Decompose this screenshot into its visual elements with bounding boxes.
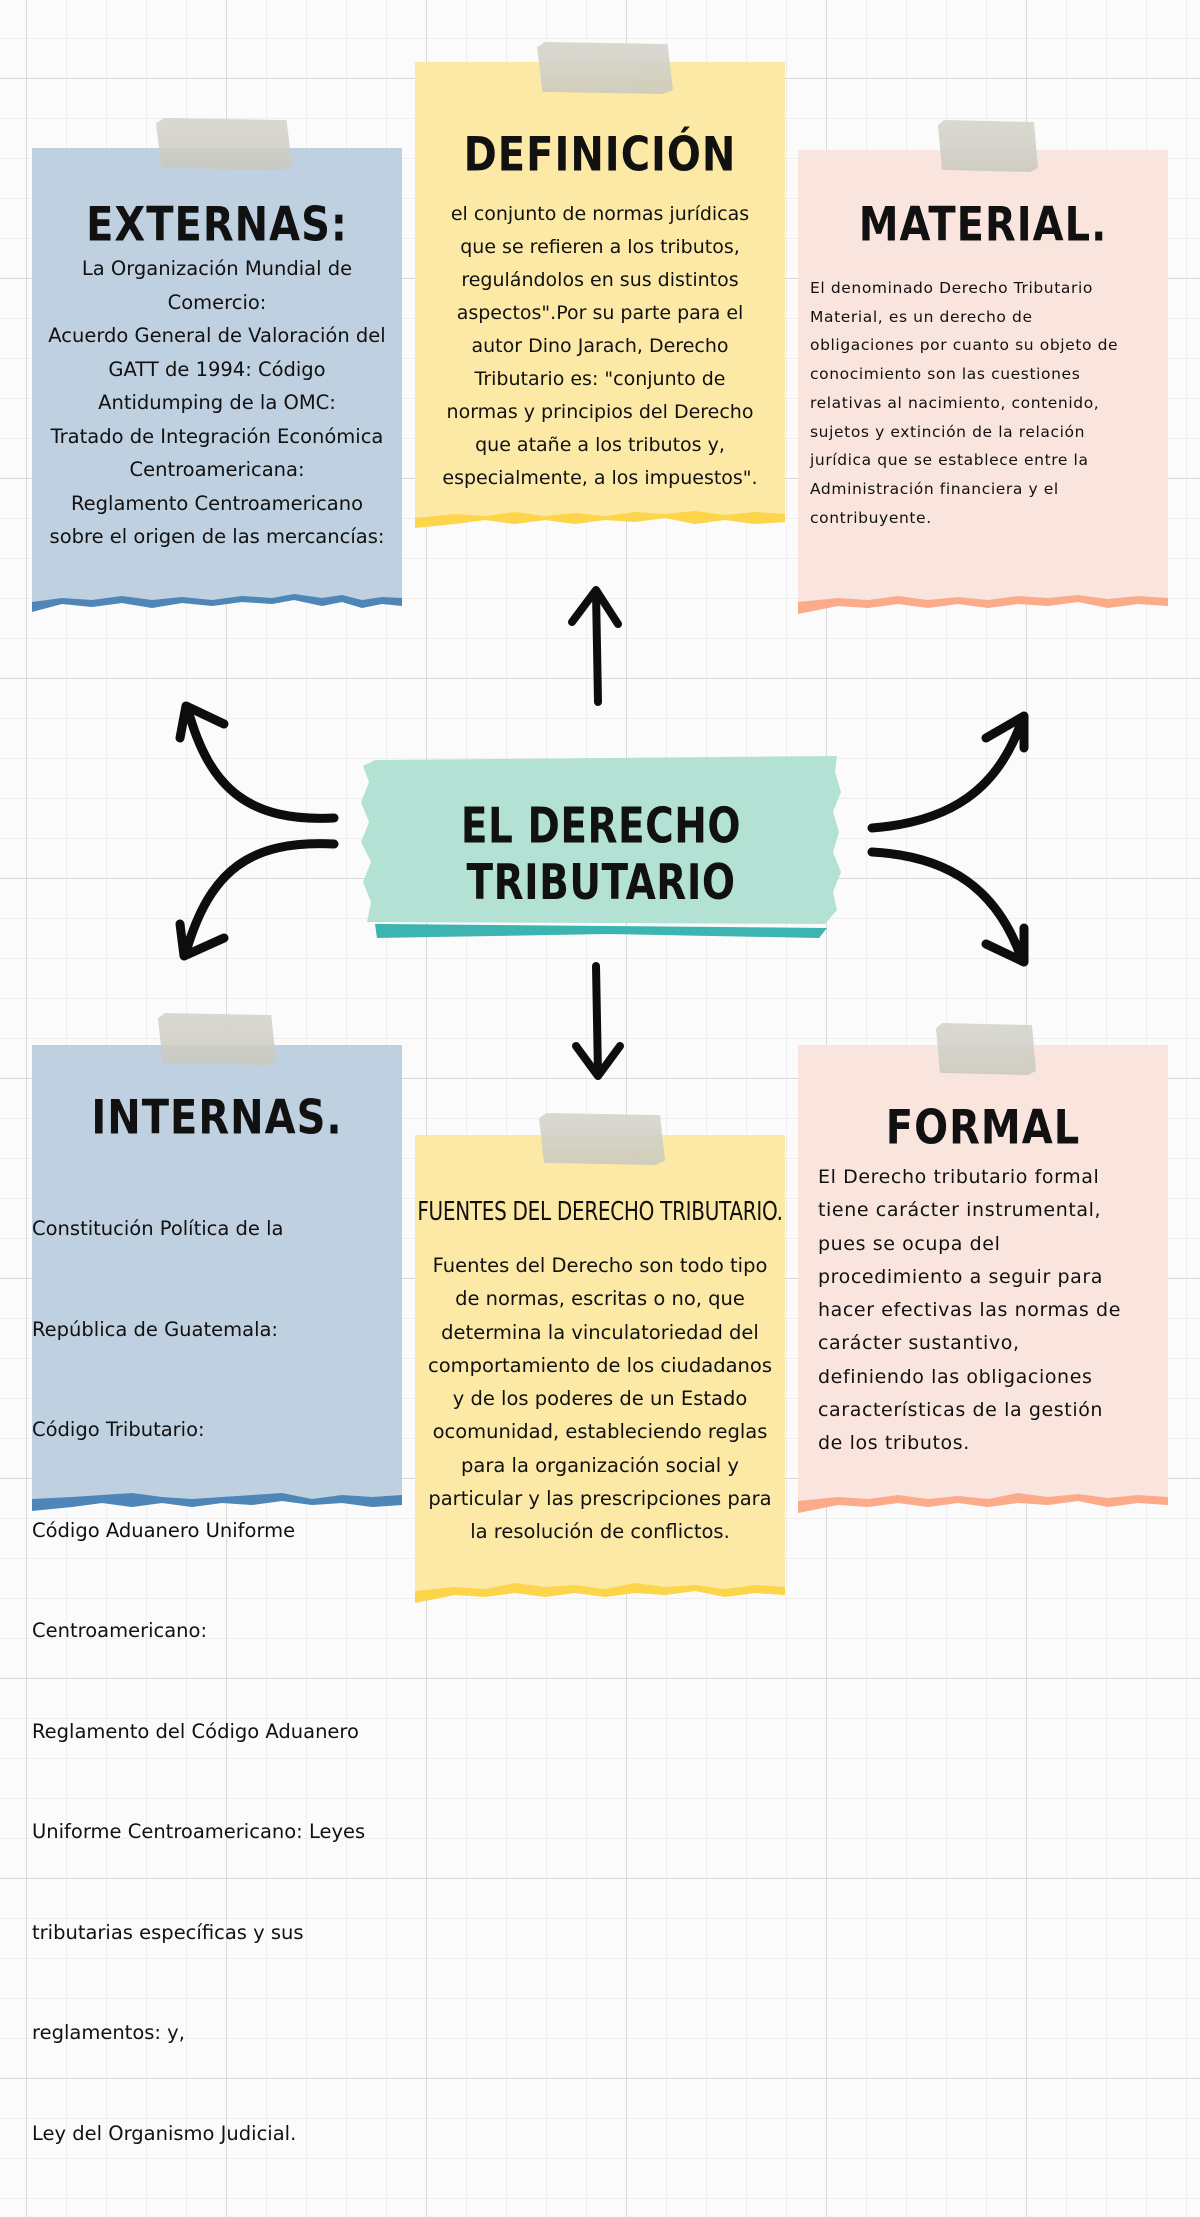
center-title: EL DERECHO TRIBUTARIO: [460, 798, 742, 912]
card-paper: [32, 148, 402, 588]
torn-edge: [798, 590, 1168, 614]
card-line: conocimiento son las cuestiones: [810, 365, 1081, 384]
card-line: el conjunto de normas jurídicas: [450, 203, 750, 225]
card-line: aspectos".Por su parte para el: [456, 302, 744, 324]
card-title: MATERIAL.: [858, 197, 1108, 253]
card-line: obligaciones por cuanto su objeto de: [810, 336, 1119, 355]
tape-decoration: [539, 1113, 665, 1165]
card-line: Centroamericano:: [32, 1619, 208, 1642]
card-line: Constitución Política de la: [32, 1217, 284, 1240]
torn-edge: [415, 506, 785, 528]
card-title: FUENTES DEL DERECHO TRIBUTARIO.: [417, 1195, 783, 1227]
card-line: Código Tributario:: [32, 1418, 205, 1441]
card-material: MATERIAL. El denominado Derecho Tributar…: [798, 120, 1168, 616]
card-line: Uniforme Centroamericano: Leyes: [32, 1820, 366, 1843]
card-body: La Organización Mundial de Comercio: Acu…: [32, 252, 402, 554]
card-line: jurídica que se establece entre la: [810, 451, 1089, 470]
card-line: El Derecho tributario formal: [818, 1166, 1100, 1188]
card-line: normas y principios del Derecho: [446, 401, 754, 423]
arrow-up-left-icon: [175, 701, 339, 823]
card-title: DEFINICIÓN: [463, 127, 737, 183]
card-line: Antidumping de la OMC:: [98, 391, 336, 414]
card-externas: EXTERNAS: La Organización Mundial de Com…: [32, 118, 402, 614]
card-line: Material, es un derecho de: [810, 307, 1033, 326]
card-line: hacer efectivas las normas de: [818, 1299, 1121, 1322]
card-formal: FORMAL El Derecho tributario formal tien…: [798, 1023, 1168, 1515]
card-line: Administración financiera y el: [810, 479, 1059, 498]
arrow-down-right-icon: [867, 847, 1029, 967]
card-line: Ley del Organismo Judicial.: [32, 2121, 297, 2145]
card-line: Reglamento Centroamericano: [70, 491, 363, 515]
card-line: La Organización Mundial de: [81, 257, 353, 280]
card-paper: [415, 62, 785, 506]
card-line: características de la gestión: [818, 1399, 1104, 1422]
card-body: El Derecho tributario formal tiene carác…: [818, 1161, 1156, 1461]
center-paper: [361, 756, 841, 938]
card-line: y de los poderes de un Estado: [452, 1387, 748, 1411]
card-line: República de Guatemala:: [32, 1317, 279, 1341]
card-line: definiendo las obligaciones: [818, 1365, 1093, 1388]
card-body: El denominado Derecho Tributario Materia…: [810, 274, 1156, 532]
card-line: autor Dino Jarach, Derecho: [471, 335, 729, 357]
card-line: carácter sustantivo,: [818, 1332, 1020, 1355]
card-line: que se refieren a los tributos,: [460, 236, 740, 258]
card-line: Código Aduanero Uniforme: [32, 1518, 296, 1542]
card-paper: [32, 1045, 402, 1489]
card-line: regulándolos en sus distintos: [461, 269, 739, 291]
card-line: Tratado de Integración Económica: [50, 424, 384, 448]
card-line: determina la vinculatoriedad del: [441, 1320, 759, 1344]
card-line: Tributario es: "conjunto de: [474, 368, 726, 390]
card-line: que atañe a los tributos y,: [475, 434, 725, 456]
tape-decoration: [938, 120, 1038, 172]
tape-decoration: [936, 1023, 1036, 1075]
card-line: la resolución de conflictos.: [470, 1520, 730, 1544]
card-line: reglamentos: y,: [32, 2021, 185, 2044]
card-line: ocomunidad, estableciendo reglas: [432, 1420, 768, 1444]
card-line: de normas, escritas o no, que: [455, 1287, 745, 1311]
card-line: tributarias específicas y sus: [32, 1920, 304, 1944]
card-definicion: DEFINICIÓN el conjunto de normas jurídic…: [415, 42, 785, 532]
card-body: Fuentes del Derecho son todo tipo de nor…: [415, 1249, 785, 1549]
card-line: Reglamento del Código Aduanero: [32, 1719, 359, 1743]
tape-decoration: [158, 1013, 276, 1065]
card-line: El denominado Derecho Tributario: [810, 279, 1093, 297]
card-line: sobre el origen de las mercancías:: [49, 525, 385, 548]
card-paper: [415, 1135, 785, 1579]
card-line: particular y las prescripciones para: [428, 1487, 772, 1511]
card-title: INTERNAS.: [91, 1090, 343, 1146]
arrow-up-right-icon: [867, 711, 1029, 833]
card-line: Centroamericana:: [129, 458, 305, 481]
card-title: EXTERNAS:: [86, 197, 348, 253]
card-fuentes: FUENTES DEL DERECHO TRIBUTARIO. Fuentes …: [415, 1113, 785, 1605]
card-line: para la organización social y: [461, 1453, 739, 1477]
card-line: Acuerdo General de Valoración del: [48, 324, 386, 347]
card-title: FORMAL: [885, 1100, 1081, 1156]
torn-edge: [32, 588, 402, 612]
card-line: contribuyente.: [810, 508, 932, 527]
card-line: Fuentes del Derecho son todo tipo: [432, 1254, 768, 1277]
center-node: EL DERECHO TRIBUTARIO: [357, 752, 845, 944]
card-line: Comercio:: [167, 290, 267, 314]
card-body: el conjunto de normas jurídicas que se r…: [415, 198, 785, 495]
card-line: sujetos y extinción de la relación: [810, 422, 1086, 441]
card-line: pues se ocupa del: [818, 1232, 1001, 1255]
torn-edge: [32, 1489, 402, 1511]
card-line: tiene carácter instrumental,: [818, 1199, 1102, 1222]
card-line: relativas al nacimiento, contenido,: [810, 393, 1100, 412]
card-line: de los tributos.: [818, 1432, 970, 1455]
arrow-up-icon: [568, 586, 622, 706]
card-internas: INTERNAS. Constitución Política de la Re…: [32, 1013, 402, 2145]
arrow-down-icon: [572, 962, 624, 1080]
arrow-down-left-icon: [175, 839, 339, 961]
tape-decoration: [537, 42, 673, 94]
card-paper: [798, 150, 1168, 590]
card-line: comportamiento de los ciudadanos: [428, 1353, 772, 1377]
card-line: especialmente, a los impuestos".: [442, 467, 758, 489]
card-paper: [798, 1045, 1168, 1489]
tape-decoration: [156, 118, 292, 170]
card-line: GATT de 1994: Código: [108, 357, 326, 381]
torn-edge: [798, 1489, 1168, 1513]
torn-edge: [415, 1579, 785, 1603]
card-line: procedimiento a seguir para: [818, 1265, 1104, 1288]
